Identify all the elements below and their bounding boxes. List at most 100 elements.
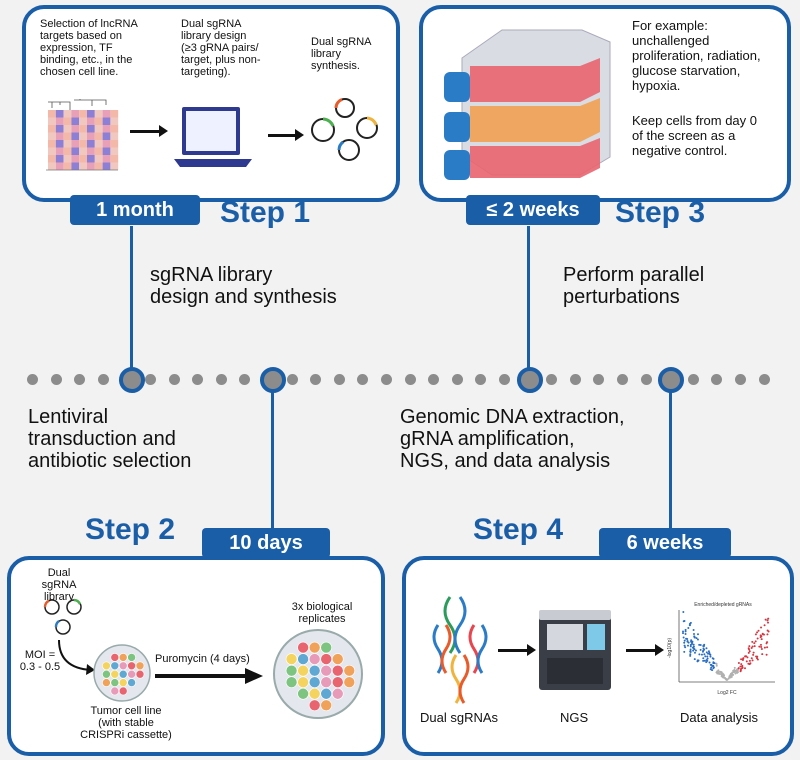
timeline-marker-step1 bbox=[119, 367, 145, 393]
step1-col2-line: Dual sgRNA bbox=[181, 18, 242, 30]
volcano-point bbox=[711, 664, 714, 667]
step1-desc-line: sgRNA library bbox=[150, 264, 273, 286]
step2-replicates-line: replicates bbox=[298, 613, 346, 625]
volcano-point bbox=[696, 633, 699, 636]
volcano-point bbox=[748, 650, 751, 653]
heatmap-cell bbox=[71, 125, 80, 133]
volcano-point bbox=[766, 629, 769, 632]
heatmap-cell bbox=[79, 155, 87, 163]
timeline-dot bbox=[428, 374, 440, 385]
heatmap-cell bbox=[102, 162, 111, 170]
timeline-dot bbox=[711, 374, 723, 385]
laptop-icon bbox=[174, 107, 252, 167]
volcano-point bbox=[683, 641, 686, 644]
volcano-point bbox=[750, 657, 753, 660]
volcano-point bbox=[684, 632, 687, 635]
cell-colony bbox=[127, 678, 136, 687]
volcano-point bbox=[745, 660, 748, 663]
step2-cellline-line: (with stable bbox=[98, 717, 154, 729]
heatmap-cell bbox=[55, 125, 64, 133]
step1-col3-line: library bbox=[311, 48, 341, 60]
timeline-dot bbox=[74, 374, 86, 385]
timeline-marker-step4 bbox=[658, 367, 684, 393]
cell-colony bbox=[320, 664, 333, 677]
cell-colony bbox=[297, 641, 309, 654]
cell-colony bbox=[135, 661, 145, 671]
step3-example-line: proliferation, radiation, bbox=[632, 48, 761, 63]
timeline-dot bbox=[404, 374, 416, 385]
heatmap-cell bbox=[79, 110, 87, 118]
volcano-plot-icon: Enriched/depleted gRNAs Log2 FC -log10(p… bbox=[667, 602, 775, 696]
step3-title: Step 3 bbox=[615, 196, 706, 229]
volcano-point bbox=[699, 644, 702, 647]
heatmap-cell bbox=[79, 132, 87, 140]
cell-colony bbox=[110, 661, 120, 671]
volcano-point bbox=[703, 643, 706, 646]
timeline-marker-step3 bbox=[517, 367, 543, 393]
volcano-point bbox=[751, 659, 754, 662]
volcano-point bbox=[693, 633, 696, 636]
cell-colony bbox=[127, 661, 136, 671]
volcano-point bbox=[689, 653, 692, 656]
step1-col3-line: synthesis. bbox=[311, 60, 360, 72]
volcano-point bbox=[740, 658, 743, 661]
heatmap-cell bbox=[102, 147, 111, 155]
heatmap-cell bbox=[55, 117, 64, 125]
timeline-dot bbox=[286, 374, 298, 385]
volcano-point bbox=[741, 664, 744, 667]
volcano-point bbox=[705, 647, 708, 650]
volcano-point bbox=[741, 666, 744, 669]
volcano-point bbox=[744, 655, 747, 658]
volcano-point bbox=[731, 674, 734, 677]
volcano-point bbox=[698, 653, 701, 656]
volcano-point bbox=[684, 628, 687, 631]
volcano-point bbox=[703, 659, 706, 662]
cell-colony bbox=[343, 676, 356, 689]
heatmap-cell bbox=[71, 147, 80, 155]
cell-colony bbox=[297, 676, 309, 689]
volcano-point bbox=[740, 663, 743, 666]
cell-colony bbox=[285, 653, 298, 665]
heatmap-cell bbox=[48, 117, 56, 125]
step3-control-line: Keep cells from day 0 bbox=[632, 113, 758, 128]
volcano-point bbox=[720, 675, 723, 678]
heatmap-cell bbox=[63, 155, 72, 163]
volcano-point bbox=[749, 662, 752, 665]
step2-library-line: Dual sgRNA bbox=[41, 567, 77, 591]
petri-dish-icon bbox=[93, 644, 151, 702]
volcano-point bbox=[693, 651, 696, 654]
volcano-point bbox=[706, 657, 709, 660]
volcano-point bbox=[757, 629, 760, 632]
sequencer-icon bbox=[539, 610, 611, 690]
volcano-point bbox=[736, 669, 739, 672]
volcano-point bbox=[690, 639, 693, 642]
heatmap-cell bbox=[79, 162, 87, 170]
volcano-point bbox=[692, 649, 695, 652]
step3-example-line: unchallenged bbox=[632, 33, 710, 48]
volcano-point bbox=[754, 633, 757, 636]
heatmap-cell bbox=[110, 147, 119, 155]
volcano-point bbox=[756, 637, 759, 640]
step2-cellline-text: Tumor cell line (with stable CRISPRi cas… bbox=[76, 705, 176, 741]
heatmap-cell bbox=[55, 110, 64, 118]
cell-colony bbox=[320, 653, 333, 665]
volcano-point bbox=[733, 669, 736, 672]
volcano-point bbox=[760, 648, 763, 651]
timeline-dot bbox=[192, 374, 204, 385]
dna-icon bbox=[432, 596, 488, 704]
cell-colony bbox=[285, 664, 298, 677]
cell-colony bbox=[110, 686, 120, 696]
volcano-point bbox=[739, 670, 742, 673]
heatmap-cell bbox=[102, 110, 111, 118]
step1-col2-text: Dual sgRNA library design (≥3 gRNA pairs… bbox=[181, 18, 291, 78]
step2-desc-line: transduction and bbox=[28, 428, 176, 450]
step3-control-line: of the screen as a bbox=[632, 128, 736, 143]
volcano-point bbox=[716, 670, 719, 673]
step1-col3-text: Dual sgRNA library synthesis. bbox=[311, 36, 391, 72]
heatmap-cell bbox=[71, 155, 80, 163]
heatmap-cell bbox=[110, 162, 119, 170]
cell-colony bbox=[110, 678, 120, 687]
cell-colony bbox=[331, 653, 344, 665]
volcano-point bbox=[690, 640, 693, 643]
volcano-point bbox=[753, 642, 756, 645]
